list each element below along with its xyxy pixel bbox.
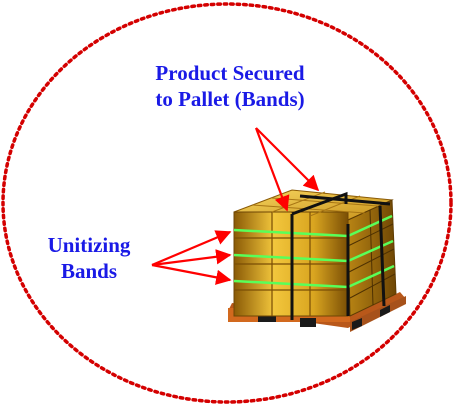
product-secured-label-line1: Product Secured (155, 61, 305, 85)
securing-band-side (378, 205, 386, 307)
arrow-to-band-3 (151, 263, 232, 285)
arrow-to-band-1 (151, 230, 232, 267)
securing-bands (290, 191, 391, 320)
unitizing-bands-label-line1: Unitizing (47, 233, 131, 257)
product-secured-label: Product Secured to Pallet (Bands) (120, 60, 340, 112)
securing-band-top-back (299, 194, 391, 206)
arrow-to-top-band (255, 127, 320, 192)
unitizing-bands-label-line2: Bands (60, 259, 118, 283)
unitizing-arrows (151, 230, 232, 285)
arrow-to-band-2 (151, 249, 232, 267)
product-secured-arrows (254, 127, 320, 212)
arrow-to-front-band (254, 127, 290, 212)
product-secured-label-line2: to Pallet (Bands) (155, 87, 305, 111)
carton-load (233, 189, 397, 317)
unitizing-bands-label: Unitizing Bands (14, 232, 164, 284)
